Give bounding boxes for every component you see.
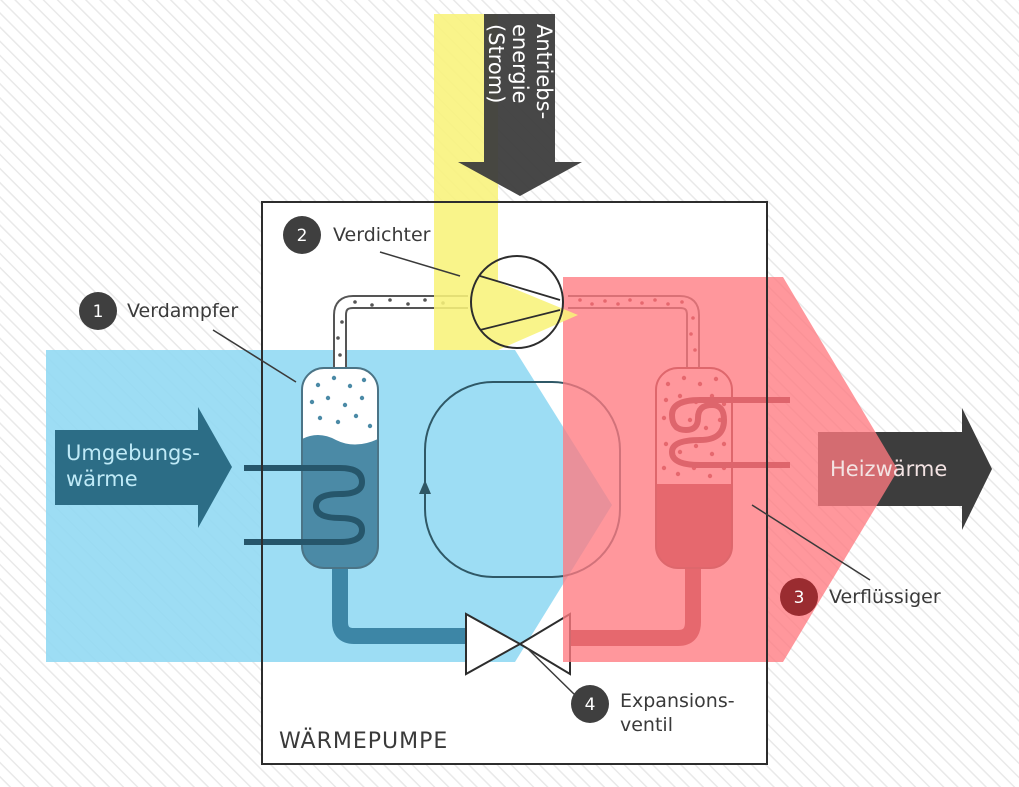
evaporator-text: Verdampfer xyxy=(127,300,238,322)
badge-2-number: 2 xyxy=(297,226,308,246)
drive-label-line3: (Strom) xyxy=(484,24,508,103)
compressor-label: 2 Verdichter xyxy=(283,216,431,254)
heat-pump-box-outline xyxy=(261,201,768,765)
compressor-leader-line xyxy=(379,251,461,277)
cold-liquid-pipe xyxy=(332,568,470,644)
evaporator-bubbles xyxy=(309,375,373,429)
valve-text-line2: ventil xyxy=(620,714,673,736)
drive-energy-zone xyxy=(434,14,578,350)
badge-1 xyxy=(79,292,117,330)
drive-label-line1: Antriebs- xyxy=(532,24,556,119)
condenser-text: Verflüssiger xyxy=(829,586,941,608)
condenser-leader-line xyxy=(751,504,871,581)
badge-4 xyxy=(571,685,609,723)
valve-text-line1: Expansions- xyxy=(620,690,735,712)
ambient-label-line2: wärme xyxy=(66,467,138,491)
evaporator-label: 1 Verdampfer xyxy=(79,292,238,330)
drive-label-line2: energie xyxy=(508,24,532,104)
badge-3 xyxy=(780,578,818,616)
badge-2 xyxy=(283,216,321,254)
box-title: WÄRMEPUMPE xyxy=(279,728,448,754)
vapour-pipe xyxy=(335,297,468,372)
vapour-dots xyxy=(336,298,445,357)
evaporator-leader-line xyxy=(212,329,297,383)
drive-energy-arrow: Antriebs- energie (Strom) xyxy=(458,14,582,196)
evaporator-coil xyxy=(244,465,366,545)
heating-zone xyxy=(563,277,898,662)
condenser-label: 3 Verflüssiger xyxy=(780,578,941,616)
valve-leader-line xyxy=(526,647,576,696)
compressor xyxy=(470,255,564,349)
badge-4-number: 4 xyxy=(585,695,596,715)
valve-label: 4 Expansions- ventil xyxy=(571,685,735,736)
compressor-text: Verdichter xyxy=(333,224,431,246)
expansion-valve xyxy=(465,612,571,676)
ambient-label-line1: Umgebungs- xyxy=(66,441,200,465)
badge-3-number: 3 xyxy=(794,588,805,608)
badge-1-number: 1 xyxy=(93,302,104,322)
cycle-arrow-icon xyxy=(419,480,431,494)
heating-label: Heizwärme xyxy=(830,457,947,481)
ambient-arrow: Umgebungs- wärme xyxy=(55,407,232,528)
evaporator xyxy=(244,367,379,569)
